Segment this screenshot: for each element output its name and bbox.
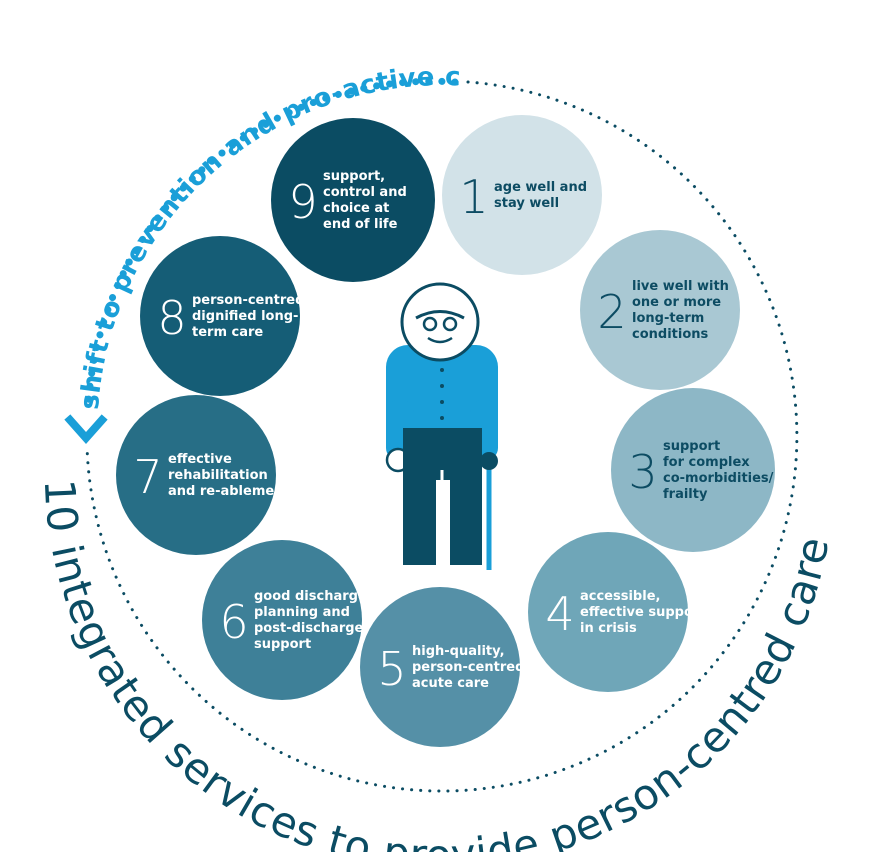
service-label-line: post-discharge — [254, 621, 364, 636]
service-label-line: age well and — [494, 180, 587, 195]
service-label-line: term care — [192, 325, 263, 340]
figure-trousers — [403, 428, 482, 565]
service-label-line: support — [254, 637, 311, 652]
service-circle — [360, 587, 520, 747]
service-circle — [116, 395, 276, 555]
service-label-line: and re-ablement — [168, 484, 290, 499]
service-label-line: in crisis — [580, 621, 637, 636]
service-label-line: control and — [323, 185, 407, 200]
service-label-line: effective — [168, 452, 232, 467]
service-label-line: rehabilitation — [168, 468, 268, 483]
walking-cane-icon — [480, 452, 498, 570]
service-number: 1 — [459, 170, 488, 224]
service-circle — [611, 388, 775, 552]
service-label-line: live well with — [632, 279, 729, 294]
service-label-line: acute care — [412, 676, 489, 691]
service-circle — [271, 118, 435, 282]
figure-head — [400, 282, 480, 362]
service-8: 8 person-centred,dignified long-term care — [140, 236, 309, 396]
prevention-arrow-arc — [84, 77, 459, 414]
arrow-head-icon — [64, 414, 108, 445]
service-number: 8 — [157, 291, 186, 345]
service-number: 2 — [597, 285, 626, 339]
service-label-line: for complex — [663, 455, 750, 470]
service-label-line: support — [663, 439, 720, 454]
service-label-line: good discharge — [254, 589, 367, 604]
service-number: 9 — [288, 175, 317, 229]
service-circle — [580, 230, 740, 390]
service-circle — [202, 540, 362, 700]
outer-dotted-ring — [85, 80, 799, 793]
elderly-person-figure — [385, 282, 498, 570]
service-number: 7 — [133, 450, 162, 504]
service-label-line: frailty — [663, 487, 708, 502]
service-number: 6 — [219, 595, 248, 649]
service-label-line: person-centred, — [192, 293, 309, 308]
service-circle — [442, 115, 602, 275]
service-label-line: accessible, — [580, 589, 660, 604]
service-label-line: planning and — [254, 605, 350, 620]
service-circle — [528, 532, 688, 692]
service-label-line: end of life — [323, 217, 398, 232]
service-label-line: high-quality, — [412, 644, 505, 659]
service-label-line: dignified long- — [192, 309, 298, 324]
service-circle — [140, 236, 300, 396]
service-label-line: co-morbidities/ — [663, 471, 774, 486]
service-label-line: support, — [323, 169, 385, 184]
service-label-line: choice at — [323, 201, 389, 216]
service-label-line: stay well — [494, 196, 559, 211]
service-label-line: long-term — [632, 311, 704, 326]
service-number: 3 — [628, 445, 657, 499]
service-label-line: person-centred — [412, 660, 524, 675]
service-label-line: effective support — [580, 605, 706, 620]
service-label-line: conditions — [632, 327, 709, 342]
service-number: 4 — [545, 587, 574, 641]
service-label-line: one or more — [632, 295, 721, 310]
service-number: 5 — [377, 642, 406, 696]
